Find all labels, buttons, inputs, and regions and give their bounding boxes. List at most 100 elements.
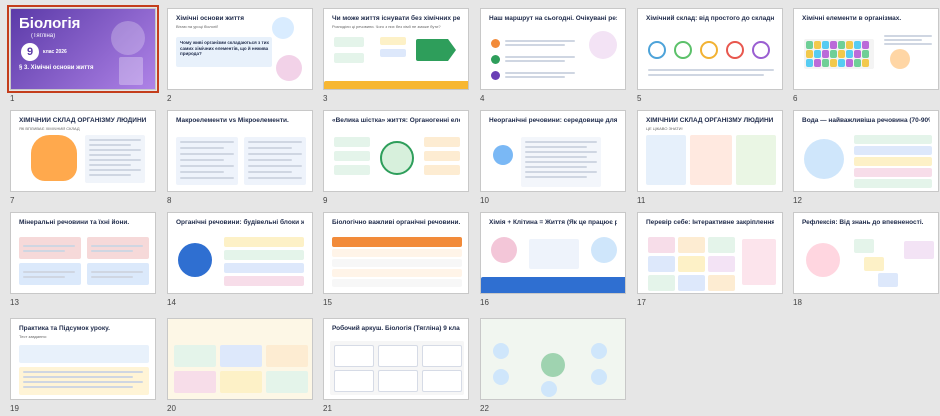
quiz-card bbox=[678, 256, 705, 272]
table-row bbox=[180, 141, 234, 143]
quiz-card bbox=[708, 237, 735, 253]
property-row bbox=[854, 168, 932, 177]
table-row bbox=[525, 166, 587, 168]
table-row bbox=[332, 279, 462, 287]
slide-preview[interactable]: «Велика шістка» життя: Органогенні елеме… bbox=[323, 110, 469, 192]
element-row bbox=[89, 139, 141, 141]
atom-icon bbox=[272, 17, 294, 39]
goal-icon bbox=[491, 71, 500, 80]
property-row bbox=[854, 157, 932, 166]
goal-text bbox=[505, 56, 575, 58]
question-text bbox=[884, 43, 932, 45]
process-diagram bbox=[529, 239, 579, 269]
worksheet-task bbox=[334, 345, 374, 367]
slide-preview[interactable]: Хімічні основи життя: від атомів до скла… bbox=[480, 318, 626, 400]
cell-illustration bbox=[491, 237, 517, 263]
slide-preview[interactable]: Біологічно важливі органічні речовини. bbox=[323, 212, 469, 294]
summary-banner bbox=[481, 277, 625, 293]
table-row bbox=[525, 151, 597, 153]
element-cell bbox=[846, 59, 853, 67]
table-row bbox=[525, 141, 597, 143]
slide-title: Рефлексія: Від знань до впевненості. bbox=[802, 219, 924, 226]
goal-icon bbox=[491, 39, 500, 48]
summary-text bbox=[23, 386, 133, 388]
mascot-illustration bbox=[589, 31, 617, 59]
worksheet-task bbox=[422, 370, 462, 392]
element-cell bbox=[862, 41, 869, 49]
term-box bbox=[380, 49, 406, 57]
slide-preview[interactable]: Робочий аркуш. Біологія (Тягліна) 9 клас… bbox=[323, 318, 469, 400]
reflection-note bbox=[904, 241, 934, 259]
term-box bbox=[380, 37, 406, 45]
table-row bbox=[332, 249, 462, 257]
category-box bbox=[334, 53, 364, 63]
table-row bbox=[248, 177, 302, 179]
ion-text bbox=[23, 276, 65, 278]
slide-title: ХІМІЧНИЙ СКЛАД ОРГАНІЗМУ ЛЮДИНИ bbox=[19, 117, 147, 124]
element-cell bbox=[822, 50, 829, 58]
ion-card bbox=[19, 237, 81, 259]
ion-text bbox=[23, 245, 75, 247]
element-cell bbox=[814, 41, 821, 49]
element-cell bbox=[822, 41, 829, 49]
slide-preview[interactable]: Практика та Підсумок уроку.Тест завдання… bbox=[10, 318, 156, 400]
table-row bbox=[180, 147, 224, 149]
slide-preview[interactable]: Неорганічні речовини: середовище для жит… bbox=[480, 110, 626, 192]
slide-number: 4 bbox=[480, 94, 485, 103]
element-row bbox=[89, 154, 131, 156]
slide-title: Робочий аркуш. Біологія (Тягліна) 9 клас… bbox=[332, 325, 460, 332]
quiz-card bbox=[708, 275, 735, 291]
concept-node bbox=[591, 343, 607, 359]
slide-preview[interactable]: Чи може життя існувати без хімічних речо… bbox=[323, 8, 469, 90]
goal-text bbox=[505, 76, 565, 78]
dna-illustration bbox=[111, 21, 145, 55]
ion-card bbox=[87, 263, 149, 285]
water-molecule-illustration bbox=[804, 139, 844, 179]
reflection-step bbox=[864, 257, 884, 271]
slide-preview[interactable]: Органічні речовини: будівельні блоки жит… bbox=[167, 212, 313, 294]
slide-preview[interactable]: Мінеральні речовини та їхні йони. bbox=[10, 212, 156, 294]
quiz-card bbox=[678, 275, 705, 291]
slide-title: Мінеральні речовини та їхні йони. bbox=[19, 219, 130, 226]
table-row bbox=[180, 171, 224, 173]
slide-preview[interactable]: Вода — найважливіша речовина (70-90% клі… bbox=[793, 110, 939, 192]
slide-preview[interactable]: ХІМІЧНІ ОСНОВИ ЖИТТЯЦЕ ЦІКАВО ЗНАТИ! bbox=[167, 318, 313, 400]
element-row bbox=[89, 159, 141, 161]
table-row bbox=[248, 159, 292, 161]
slide-preview[interactable]: Рефлексія: Від знань до впевненості. bbox=[793, 212, 939, 294]
slide-preview[interactable]: Хімія + Клітина = Життя (Як це працює ра… bbox=[480, 212, 626, 294]
slide-title: Органічні речовини: будівельні блоки жит… bbox=[176, 219, 304, 226]
slide-preview[interactable]: Перевір себе: Інтерактивне закріплення. bbox=[637, 212, 783, 294]
element-cell bbox=[862, 50, 869, 58]
caption-text bbox=[648, 74, 764, 76]
slide-preview[interactable]: Хімічний склад: від простого до складног… bbox=[637, 8, 783, 90]
slide-preview[interactable]: Макроелементи vs Мікроелементи. bbox=[167, 110, 313, 192]
slide-preview[interactable]: Хімічні елементи в організмах. bbox=[793, 8, 939, 90]
ion-text bbox=[23, 271, 75, 273]
table-row bbox=[525, 176, 587, 178]
element-cell bbox=[830, 59, 837, 67]
table-row bbox=[525, 171, 597, 173]
ion-text bbox=[91, 250, 133, 252]
element-card bbox=[334, 165, 370, 175]
element-cell bbox=[838, 50, 845, 58]
slide-title: Наш маршрут на сьогодні. Очікувані резул… bbox=[489, 15, 617, 22]
table-row bbox=[180, 159, 224, 161]
element-cell bbox=[838, 59, 845, 67]
human-body-illustration bbox=[31, 135, 77, 181]
test-task-box bbox=[19, 345, 149, 363]
table-row bbox=[332, 259, 462, 267]
concept-node bbox=[591, 369, 607, 385]
slide-number: 13 bbox=[10, 298, 19, 307]
slide-number: 14 bbox=[167, 298, 176, 307]
slide-preview[interactable]: Наш маршрут на сьогодні. Очікувані резул… bbox=[480, 8, 626, 90]
molecule-icon bbox=[752, 41, 770, 59]
molecule-icon bbox=[700, 41, 718, 59]
reflection-step bbox=[854, 239, 874, 253]
slide-number: 16 bbox=[480, 298, 489, 307]
